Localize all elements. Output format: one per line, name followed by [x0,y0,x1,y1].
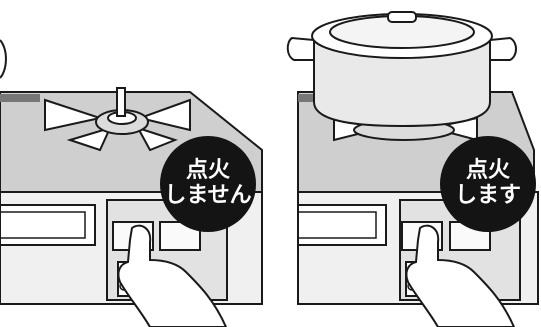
grill-door [298,205,386,245]
panel-with-pot: 点火 します [272,0,541,327]
grill-door [0,205,95,245]
badge-line1: 点火 [466,159,510,184]
ignition-badge: 点火 します [440,136,536,232]
badge-line1: 点火 [186,159,230,184]
panel-without-pot: 点火 しません [0,0,270,327]
badge-line2: します [455,184,521,209]
pot-icon [288,12,516,126]
badge-line2: しません [164,184,251,209]
back-vent [0,94,40,102]
no-ignition-badge: 点火 しません [160,136,256,232]
cropped-marker-icon [0,40,6,78]
